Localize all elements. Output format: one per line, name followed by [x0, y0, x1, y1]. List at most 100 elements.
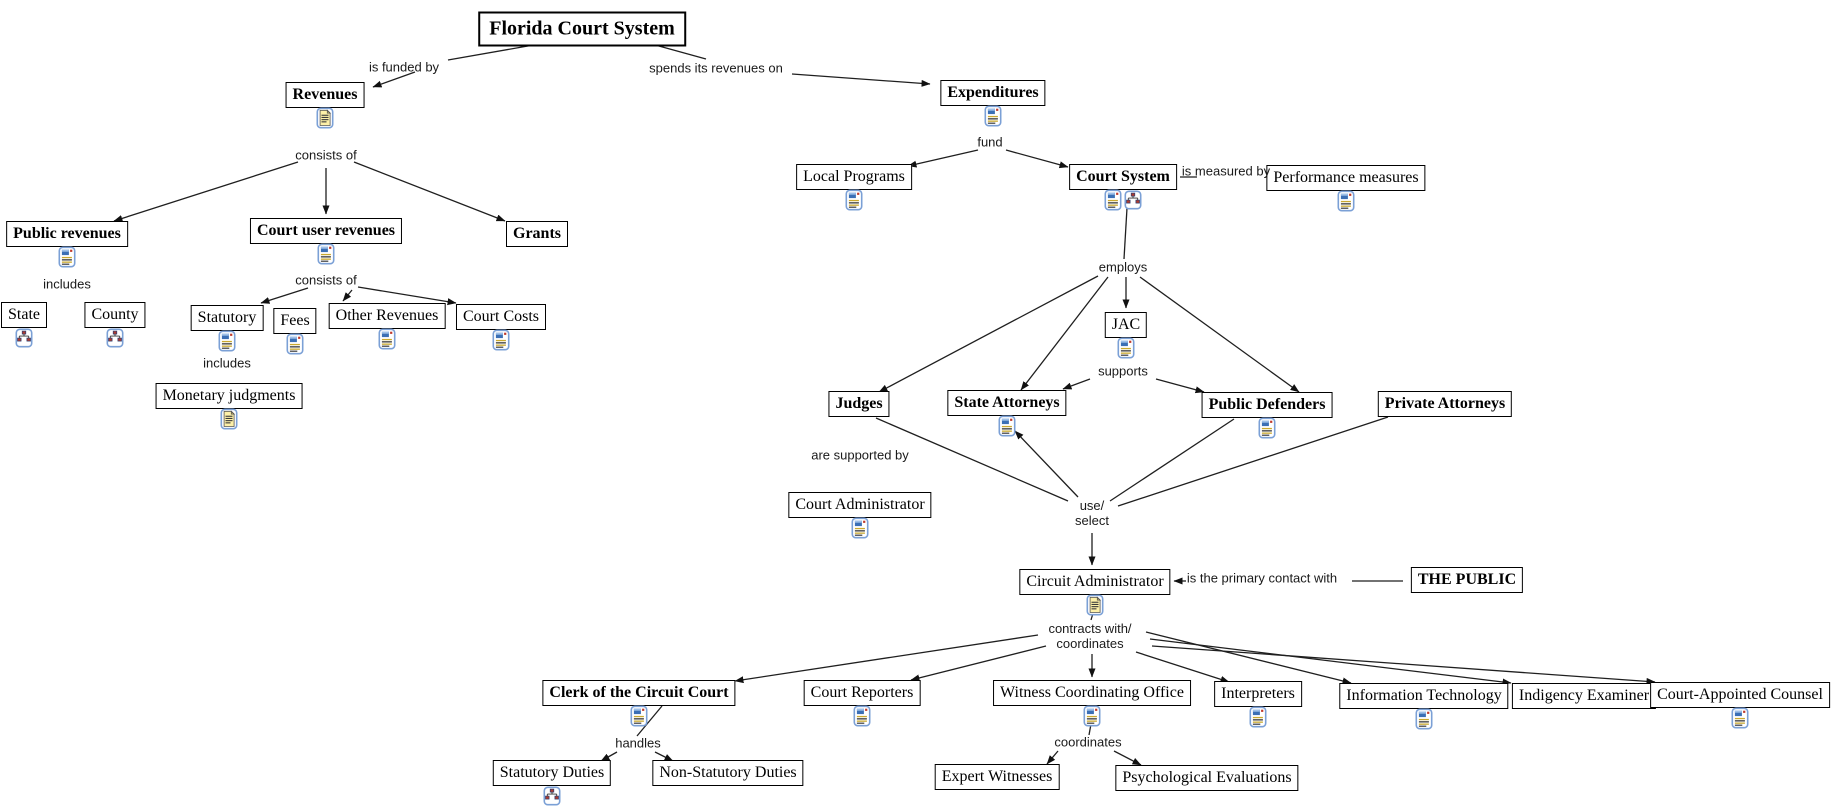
node-state[interactable]: State: [1, 302, 47, 328]
image-resource-icon[interactable]: [845, 189, 863, 211]
link-label-line: is funded by: [368, 59, 440, 75]
node-jac[interactable]: JAC: [1104, 312, 1148, 338]
node-court-administrator[interactable]: Court Administrator: [788, 492, 932, 518]
connector-line: [1139, 276, 1300, 393]
image-resource-icon[interactable]: [1337, 190, 1355, 212]
connector-line: [1046, 750, 1059, 765]
node-local-programs[interactable]: Local Programs: [796, 164, 912, 190]
image-resource-icon[interactable]: [1117, 337, 1135, 359]
node-state-attorneys[interactable]: State Attorneys: [947, 390, 1067, 416]
node-statutory-duties[interactable]: Statutory Duties: [492, 760, 612, 786]
image-resource-icon[interactable]: [1104, 189, 1122, 211]
node-grants[interactable]: Grants: [506, 221, 568, 247]
node-court-appointed-counsel[interactable]: Court-Appointed Counsel: [1650, 682, 1830, 708]
connector-line: [1117, 416, 1389, 507]
node-county[interactable]: County: [84, 302, 146, 328]
link-label: contracts with/coordinates: [1048, 621, 1132, 652]
image-resource-icon[interactable]: [630, 705, 648, 727]
node-public-defenders[interactable]: Public Defenders: [1201, 392, 1333, 418]
connector-line: [791, 73, 931, 87]
node-expert-witnesses[interactable]: Expert Witnesses: [934, 764, 1060, 790]
image-resource-icon[interactable]: [286, 333, 304, 355]
hierarchy-resource-icon[interactable]: [1124, 190, 1142, 211]
node-monetary-judgments[interactable]: Monetary judgments: [155, 383, 303, 409]
connector-line: [113, 161, 299, 222]
connector-line: [600, 751, 618, 762]
connector-line: [1151, 645, 1656, 685]
text-resource-icon[interactable]: [1086, 594, 1104, 616]
connector-line: [357, 286, 457, 306]
node-court-costs[interactable]: Court Costs: [455, 304, 547, 330]
node-performance-measures[interactable]: Performance measures: [1266, 165, 1426, 191]
node-revenues[interactable]: Revenues: [285, 82, 365, 108]
connector-line: [1005, 149, 1069, 169]
link-label-line: handles: [615, 735, 661, 751]
node-public-revenues[interactable]: Public revenues: [6, 221, 128, 247]
node-court-user-revenues[interactable]: Court user revenues: [249, 218, 403, 244]
link-label: supports: [1098, 363, 1148, 380]
image-resource-icon[interactable]: [378, 328, 396, 350]
node-the-public[interactable]: THE PUBLIC: [1410, 567, 1524, 593]
link-label-line: includes: [43, 276, 91, 292]
image-resource-icon[interactable]: [1731, 707, 1749, 729]
node-fees[interactable]: Fees: [273, 308, 317, 334]
link-label-line: employs: [1098, 259, 1148, 275]
node-statutory[interactable]: Statutory: [190, 305, 264, 331]
node-florida-court-system[interactable]: Florida Court System: [478, 11, 686, 47]
link-label-line: contracts with/: [1048, 621, 1132, 637]
node-information-technology[interactable]: Information Technology: [1339, 683, 1509, 709]
hierarchy-resource-icon[interactable]: [106, 328, 124, 349]
image-resource-icon[interactable]: [58, 246, 76, 268]
node-psychological-evaluations[interactable]: Psychological Evaluations: [1115, 765, 1299, 791]
node-circuit-administrator[interactable]: Circuit Administrator: [1019, 569, 1171, 595]
node-clerk-of-the-circuit-court[interactable]: Clerk of the Circuit Court: [542, 680, 736, 706]
node-other-revenues[interactable]: Other Revenues: [328, 303, 446, 329]
hierarchy-resource-icon[interactable]: [15, 328, 33, 349]
image-resource-icon[interactable]: [1249, 706, 1267, 728]
link-label: handles: [615, 735, 661, 752]
hierarchy-resource-icon[interactable]: [543, 786, 561, 806]
link-label-line: consists of: [295, 272, 357, 288]
connector-line: [1145, 631, 1352, 685]
image-resource-icon[interactable]: [492, 329, 510, 351]
text-resource-icon[interactable]: [220, 408, 238, 430]
image-resource-icon[interactable]: [984, 105, 1002, 127]
image-resource-icon[interactable]: [1083, 705, 1101, 727]
image-resource-icon[interactable]: [317, 243, 335, 265]
link-label-line: use/: [1079, 498, 1105, 514]
connector-line: [1109, 418, 1235, 502]
node-non-statutory-duties[interactable]: Non-Statutory Duties: [652, 760, 804, 786]
link-label-line: supports: [1098, 363, 1148, 379]
link-label: is funded by: [368, 59, 440, 76]
image-resource-icon[interactable]: [853, 705, 871, 727]
link-label-line: is the primary contact with: [1186, 570, 1338, 586]
image-resource-icon[interactable]: [1258, 417, 1276, 439]
link-label-line: coordinates: [1054, 734, 1122, 750]
node-witness-coordinating-office[interactable]: Witness Coordinating Office: [993, 680, 1191, 706]
link-label: employs: [1098, 259, 1148, 276]
image-resource-icon[interactable]: [218, 330, 236, 352]
connector-line: [636, 705, 663, 737]
image-resource-icon[interactable]: [998, 415, 1016, 437]
node-indigency-examiner[interactable]: Indigency Examiner: [1511, 683, 1657, 709]
image-resource-icon[interactable]: [1415, 708, 1433, 730]
node-court-system[interactable]: Court System: [1069, 164, 1177, 190]
image-resource-icon[interactable]: [851, 517, 869, 539]
link-label-line: includes: [203, 355, 251, 371]
link-label: use/select: [1075, 498, 1109, 529]
node-expenditures[interactable]: Expenditures: [940, 80, 1046, 106]
link-label: are supported by: [811, 447, 909, 464]
node-judges[interactable]: Judges: [828, 391, 890, 417]
node-court-reporters[interactable]: Court Reporters: [803, 680, 921, 706]
link-label-line: consists of: [295, 147, 357, 163]
connector-line: [1113, 750, 1142, 766]
link-label: coordinates: [1054, 734, 1122, 751]
text-resource-icon[interactable]: [316, 107, 334, 129]
link-label-line: is measured by: [1181, 163, 1271, 179]
node-private-attorneys[interactable]: Private Attorneys: [1377, 391, 1513, 417]
link-label: is the primary contact with: [1186, 570, 1338, 587]
node-interpreters[interactable]: Interpreters: [1214, 681, 1302, 707]
link-label-line: are supported by: [811, 447, 909, 463]
connector-line: [1149, 638, 1512, 686]
